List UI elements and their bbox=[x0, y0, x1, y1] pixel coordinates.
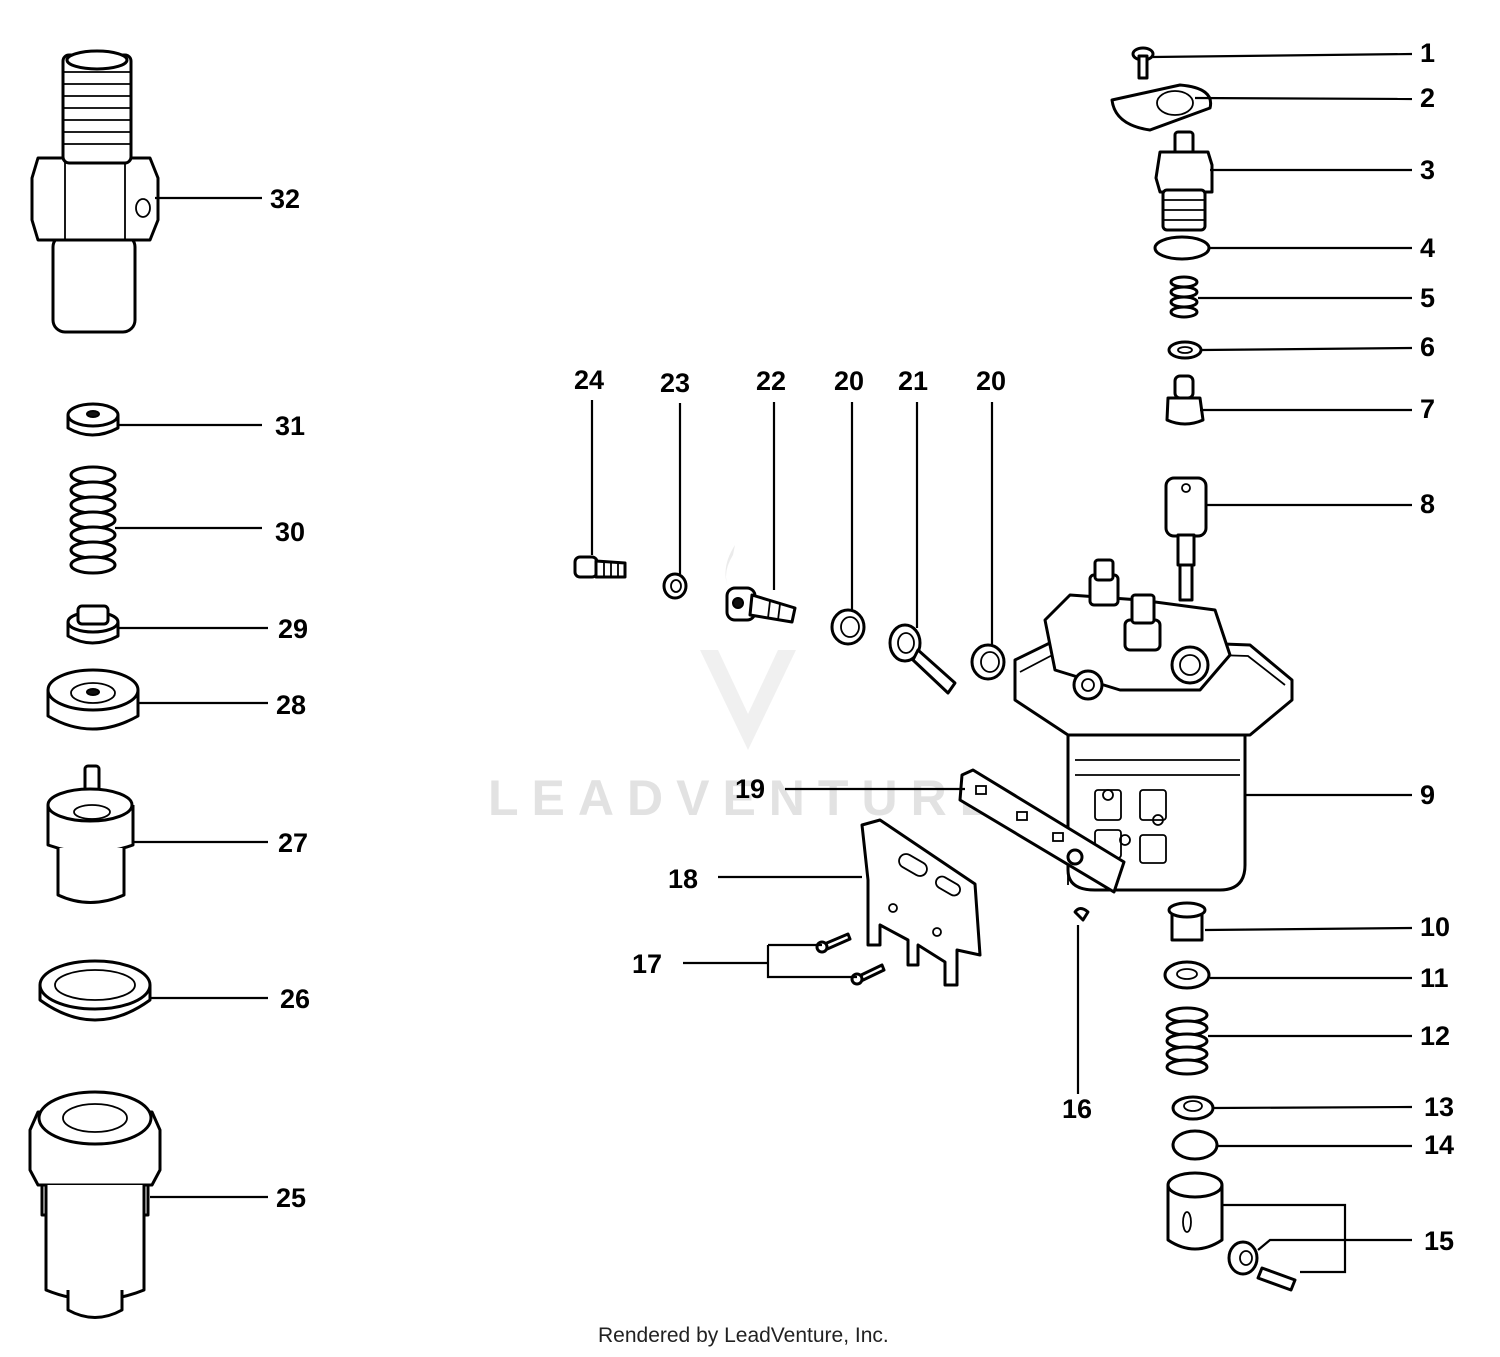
part-20-washer-a bbox=[830, 608, 866, 646]
part-19-control-rack bbox=[958, 768, 1126, 894]
callout-4: 4 bbox=[1420, 233, 1435, 263]
callout-1: 1 bbox=[1420, 38, 1435, 68]
callout-2: 2 bbox=[1420, 83, 1435, 113]
leader-lines-right bbox=[1152, 52, 1413, 1274]
callout-11: 11 bbox=[1420, 963, 1449, 993]
part-13-spring-seat bbox=[1171, 1095, 1215, 1121]
callout-20-b: 20 bbox=[976, 366, 1006, 396]
callout-8: 8 bbox=[1420, 489, 1435, 519]
part-6-washer bbox=[1167, 340, 1203, 360]
part-15-tappet bbox=[1166, 1171, 1297, 1292]
part-25-adapter bbox=[28, 1090, 162, 1319]
callout-10: 10 bbox=[1420, 912, 1450, 942]
part-30-spring bbox=[69, 465, 117, 575]
part-14-disc bbox=[1171, 1129, 1219, 1161]
callout-30: 30 bbox=[275, 517, 305, 547]
part-12-spring bbox=[1165, 1006, 1209, 1076]
watermark-text: LEADVENTURE bbox=[488, 770, 1006, 826]
callout-9: 9 bbox=[1420, 780, 1435, 810]
part-1-screw bbox=[1131, 46, 1155, 80]
callout-27: 27 bbox=[278, 828, 308, 858]
part-10-bushing bbox=[1167, 901, 1207, 942]
part-16-pin bbox=[1073, 907, 1090, 922]
part-22-banjo-bolt bbox=[725, 586, 797, 624]
callout-26: 26 bbox=[280, 984, 310, 1014]
footer-credit: Rendered by LeadVenture, Inc. bbox=[598, 1324, 889, 1347]
callout-25: 25 bbox=[276, 1183, 306, 1213]
callout-3: 3 bbox=[1420, 155, 1435, 185]
part-11-washer bbox=[1163, 960, 1211, 990]
callout-21: 21 bbox=[898, 366, 928, 396]
part-8-plunger bbox=[1164, 476, 1208, 602]
part-20-washer-b bbox=[970, 643, 1006, 681]
part-7-delivery-valve bbox=[1165, 374, 1205, 426]
part-23-washer bbox=[662, 572, 688, 600]
callout-labels: 1 2 3 4 5 6 7 8 9 10 11 12 13 14 15 16 1… bbox=[270, 38, 1454, 1256]
callout-22: 22 bbox=[756, 366, 786, 396]
part-32-nozzle-holder bbox=[30, 49, 160, 334]
callout-16: 16 bbox=[1062, 1094, 1092, 1124]
callout-7: 7 bbox=[1420, 394, 1435, 424]
callout-29: 29 bbox=[278, 614, 308, 644]
part-5-spring bbox=[1169, 275, 1199, 319]
callout-24: 24 bbox=[574, 365, 604, 395]
callout-23: 23 bbox=[660, 368, 690, 398]
part-9-pump-body bbox=[1013, 558, 1294, 892]
part-27-nozzle-tip bbox=[46, 764, 135, 904]
callout-18: 18 bbox=[668, 864, 698, 894]
part-31-washer bbox=[66, 402, 120, 437]
callout-6: 6 bbox=[1420, 332, 1435, 362]
part-3-delivery-valve-holder bbox=[1154, 130, 1214, 232]
part-29-spring-seat bbox=[66, 604, 120, 645]
leader-lines-left bbox=[115, 196, 268, 1199]
part-28-retaining-nut bbox=[46, 668, 140, 731]
callout-20-a: 20 bbox=[834, 366, 864, 396]
callout-32: 32 bbox=[270, 184, 300, 214]
callout-13: 13 bbox=[1424, 1092, 1454, 1122]
part-26-gasket bbox=[38, 959, 152, 1022]
part-17-screws bbox=[815, 932, 886, 986]
leader-lines-center bbox=[683, 787, 1080, 1094]
part-18-cover-plate bbox=[860, 818, 982, 987]
callout-19: 19 bbox=[735, 774, 765, 804]
part-2-lock-plate bbox=[1110, 83, 1213, 132]
callout-28: 28 bbox=[276, 690, 306, 720]
callout-5: 5 bbox=[1420, 283, 1435, 313]
part-4-o-ring bbox=[1153, 235, 1211, 261]
callout-14: 14 bbox=[1424, 1130, 1454, 1160]
part-24-bolt bbox=[573, 555, 627, 579]
callout-17: 17 bbox=[632, 949, 662, 979]
watermark-logo bbox=[700, 545, 796, 750]
callout-12: 12 bbox=[1420, 1021, 1450, 1051]
callout-31: 31 bbox=[275, 411, 305, 441]
callout-15: 15 bbox=[1424, 1226, 1454, 1256]
leader-lines-middle bbox=[590, 400, 994, 645]
part-21-banjo-fitting bbox=[888, 623, 957, 695]
